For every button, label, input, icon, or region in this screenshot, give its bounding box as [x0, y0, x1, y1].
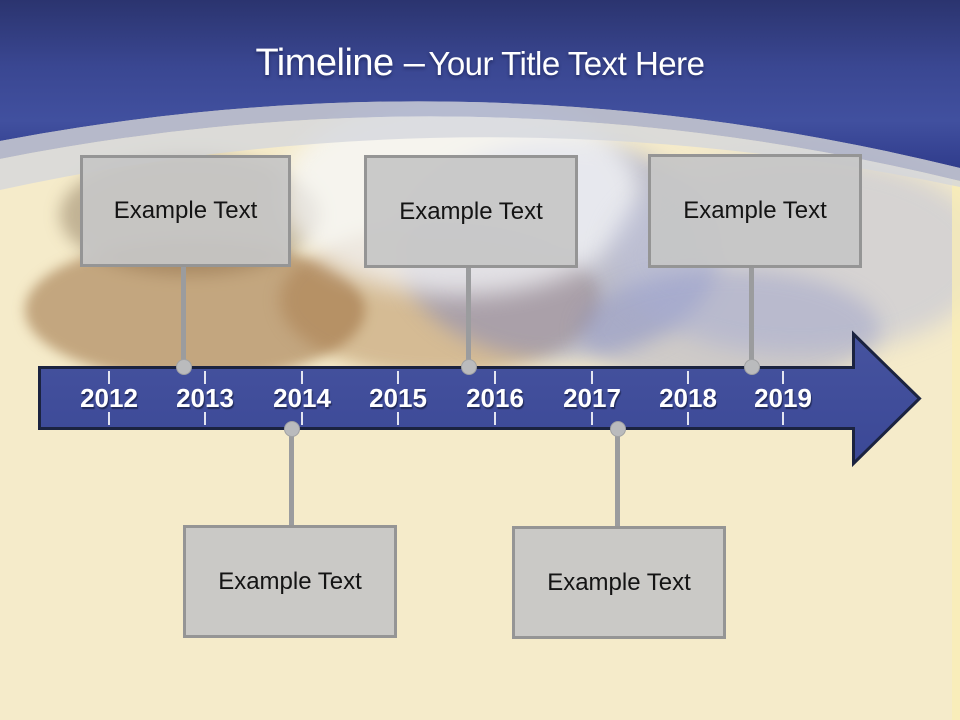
tick-mark [108, 412, 110, 425]
example-box-top-2019: Example Text [648, 154, 862, 268]
year-slot-2017: 2017 [544, 367, 640, 429]
title-main-text: Timeline – [255, 42, 425, 84]
year-label: 2016 [466, 382, 524, 413]
connector-dot-2014 [284, 421, 300, 437]
tick-mark [591, 412, 593, 425]
tick-mark [591, 371, 593, 384]
tick-mark [301, 371, 303, 384]
year-label: 2019 [754, 382, 812, 413]
example-box-bottom-2017: Example Text [512, 526, 726, 639]
year-label: 2015 [369, 382, 427, 413]
connector-line-2013 [181, 266, 186, 370]
year-slot-2012: 2012 [61, 367, 157, 429]
tick-mark [204, 412, 206, 425]
example-box-label: Example Text [113, 197, 258, 224]
connector-line-2017 [615, 428, 620, 528]
year-label: 2018 [659, 382, 717, 413]
tick-mark [687, 371, 689, 384]
year-slot-2019: 2019 [735, 367, 831, 429]
connector-line-2019 [749, 267, 754, 370]
year-slot-2015: 2015 [350, 367, 446, 429]
tick-mark [397, 412, 399, 425]
connector-line-2014 [289, 428, 294, 527]
connector-dot-2016 [461, 359, 477, 375]
header-band-inner [0, 116, 960, 190]
tick-mark [204, 371, 206, 384]
connector-line-2016 [466, 267, 471, 370]
example-box-label: Example Text [683, 197, 827, 224]
tick-mark [301, 412, 303, 425]
header-band-outer [0, 101, 960, 181]
example-box-label: Example Text [547, 568, 691, 596]
year-slot-2016: 2016 [447, 367, 543, 429]
example-box-top-2016: Example Text [364, 155, 578, 268]
year-slot-2018: 2018 [640, 367, 736, 429]
tick-mark [782, 371, 784, 384]
year-label: 2014 [273, 382, 331, 413]
year-slot-2014: 2014 [254, 367, 350, 429]
tick-mark [494, 371, 496, 384]
connector-dot-2017 [610, 421, 626, 437]
tick-mark [687, 412, 689, 425]
tick-mark [397, 371, 399, 384]
title-sub-text: Your Title Text Here [428, 45, 705, 82]
timeline-arrow-shape [38, 330, 922, 468]
example-box-top-2013: Example Text [80, 155, 291, 267]
connector-dot-2013 [176, 359, 192, 375]
year-label: 2017 [563, 382, 621, 413]
year-label: 2013 [176, 382, 234, 413]
tick-mark [494, 412, 496, 425]
example-box-label: Example Text [218, 567, 362, 595]
tick-mark [782, 412, 784, 425]
page-title: Timeline – Your Title Text Here [0, 42, 960, 85]
year-label: 2012 [80, 382, 138, 413]
connector-dot-2019 [744, 359, 760, 375]
example-box-label: Example Text [399, 197, 543, 225]
right-edge-strip [952, 180, 960, 720]
year-slot-2013: 2013 [157, 367, 253, 429]
example-box-bottom-2014: Example Text [183, 525, 397, 638]
header-shape [0, 0, 960, 168]
tick-mark [108, 371, 110, 384]
